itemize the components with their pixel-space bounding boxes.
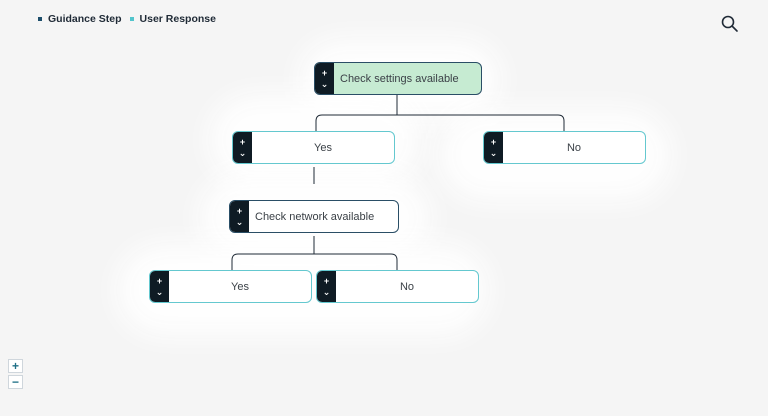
add-child-icon[interactable]: + xyxy=(236,205,243,216)
user-response-no[interactable]: + ⌄ No xyxy=(316,270,479,303)
chevron-down-icon[interactable]: ⌄ xyxy=(489,147,498,158)
legend-swatch-response xyxy=(129,17,134,21)
guidance-step-check-network[interactable]: + ⌄ Check network available xyxy=(229,200,399,233)
add-child-icon[interactable]: + xyxy=(156,275,163,286)
legend-swatch-guidance xyxy=(38,17,42,21)
node-controls: + ⌄ xyxy=(315,63,334,94)
add-child-icon[interactable]: + xyxy=(323,275,330,286)
node-controls: + ⌄ xyxy=(484,132,503,163)
node-label: No xyxy=(566,141,582,154)
add-child-icon[interactable]: + xyxy=(321,67,328,78)
chevron-down-icon[interactable]: ⌄ xyxy=(155,286,164,297)
user-response-yes[interactable]: + ⌄ Yes xyxy=(149,270,312,303)
node-controls: + ⌄ xyxy=(317,271,336,302)
node-label: Check network available xyxy=(255,210,375,223)
legend-item-response: User Response xyxy=(129,13,216,25)
chevron-down-icon[interactable]: ⌄ xyxy=(320,78,329,89)
user-response-no[interactable]: + ⌄ No xyxy=(483,131,646,164)
add-child-icon[interactable]: + xyxy=(239,136,246,147)
node-controls: + ⌄ xyxy=(233,132,252,163)
zoom-in-button[interactable]: + xyxy=(8,359,23,373)
chevron-down-icon[interactable]: ⌄ xyxy=(322,286,331,297)
chevron-down-icon[interactable]: ⌄ xyxy=(238,147,247,158)
legend: Guidance Step User Response xyxy=(38,13,216,25)
node-label: No xyxy=(399,280,415,293)
user-response-yes[interactable]: + ⌄ Yes xyxy=(232,131,395,164)
node-label: Check settings available xyxy=(340,72,459,85)
search-icon xyxy=(721,15,738,32)
legend-item-guidance: Guidance Step xyxy=(38,13,122,25)
node-controls: + ⌄ xyxy=(150,271,169,302)
legend-label-response: User Response xyxy=(139,13,216,25)
chevron-down-icon[interactable]: ⌄ xyxy=(235,216,244,227)
guidance-step-check-settings[interactable]: + ⌄ Check settings available xyxy=(314,62,482,95)
node-label: Yes xyxy=(314,141,332,154)
connector-root xyxy=(315,95,565,131)
connector-network xyxy=(231,236,398,270)
add-child-icon[interactable]: + xyxy=(490,136,497,147)
legend-label-guidance: Guidance Step xyxy=(48,13,122,25)
zoom-out-button[interactable]: − xyxy=(8,375,23,389)
node-controls: + ⌄ xyxy=(230,201,249,232)
node-label: Yes xyxy=(231,280,249,293)
search-button[interactable] xyxy=(720,14,740,34)
